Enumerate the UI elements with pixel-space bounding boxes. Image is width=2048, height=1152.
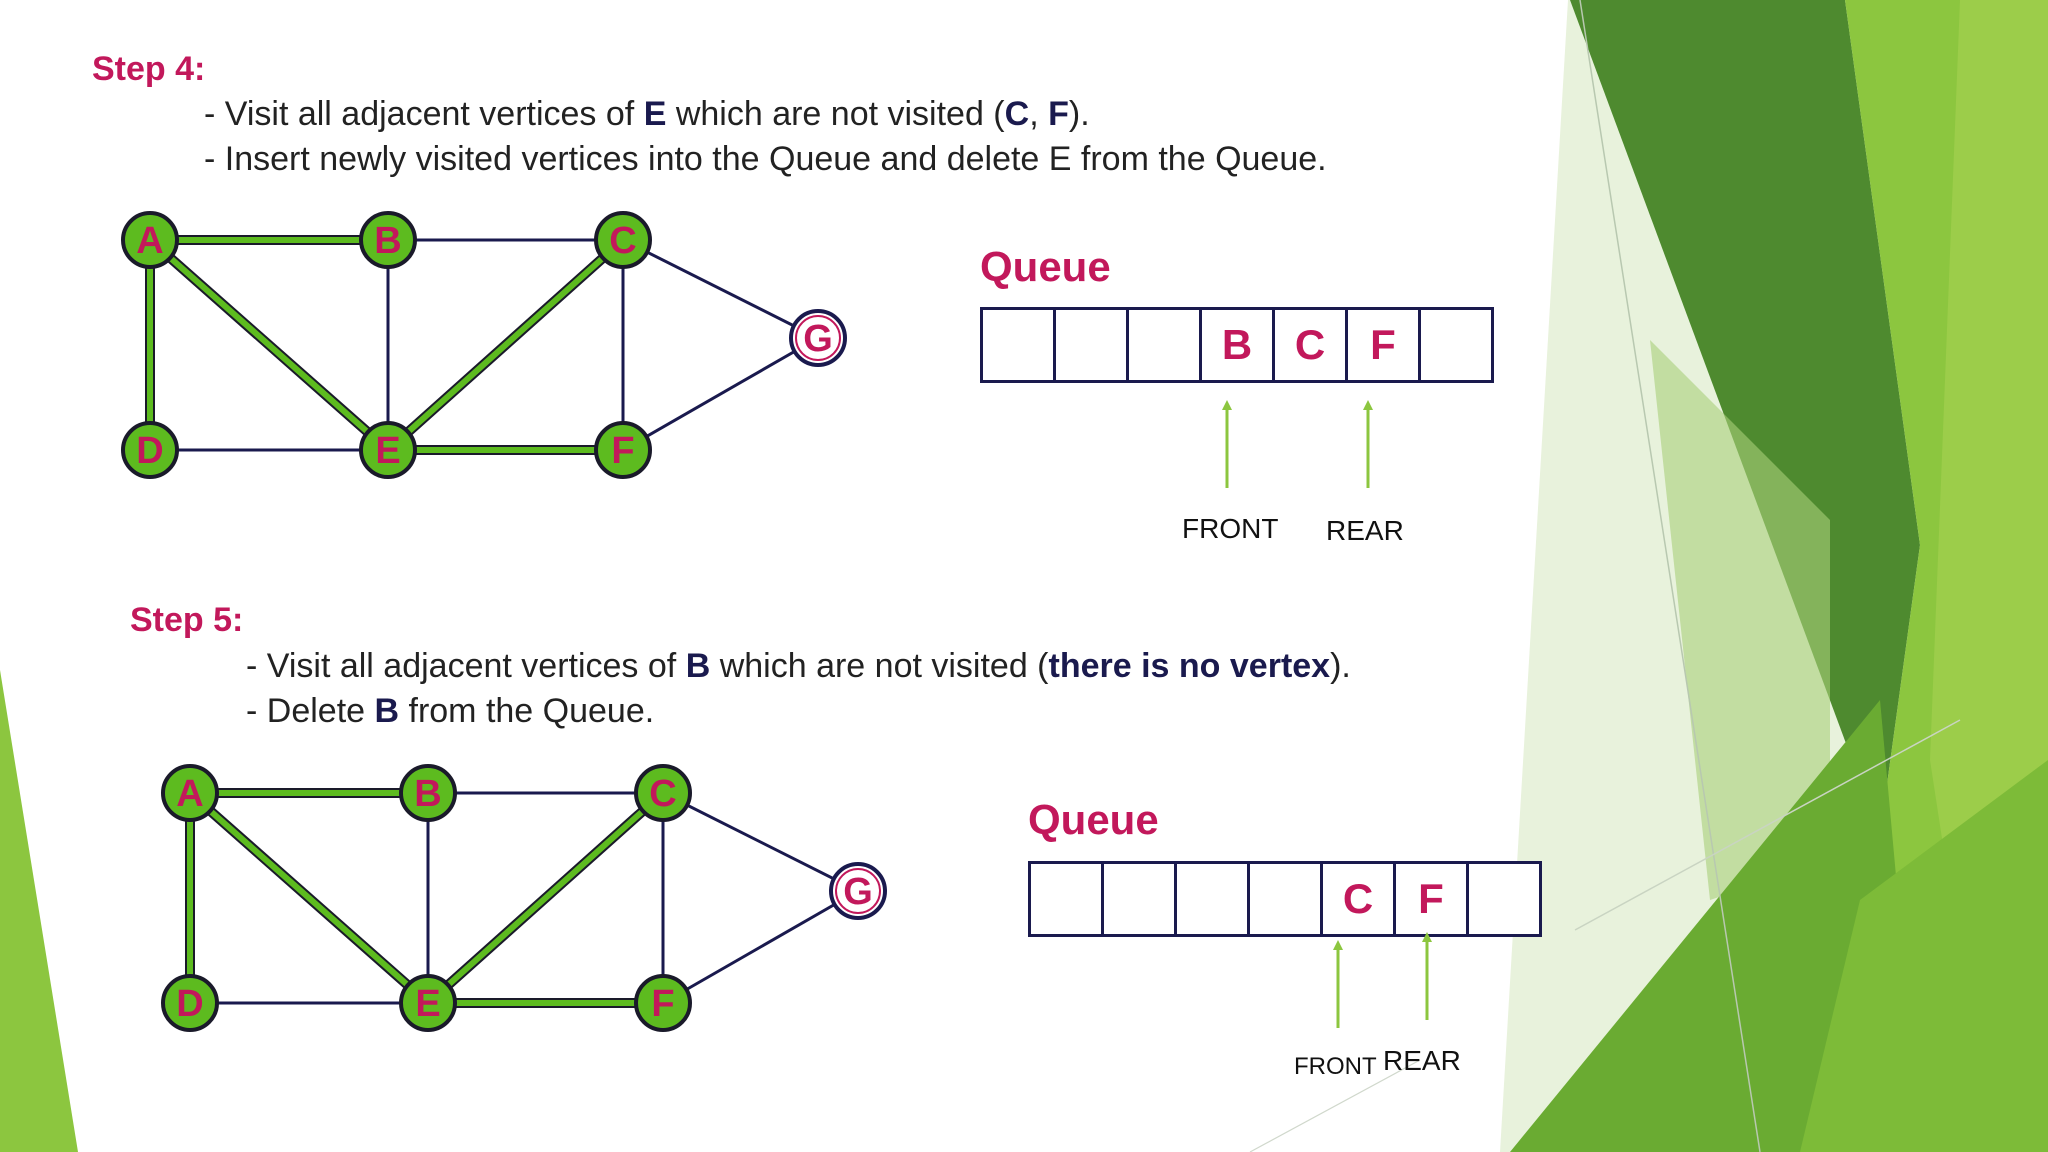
step4-node-label-E: E (375, 430, 400, 472)
step4-node-label-B: B (374, 220, 401, 262)
step5-edge-CG (662, 791, 859, 893)
step4-queue-cell-3: B (1199, 307, 1275, 383)
step5-queue-cell-6 (1466, 861, 1542, 937)
left-green-sliver (0, 670, 78, 1152)
step4-rear-label: REAR (1326, 515, 1404, 546)
step4-node-label-A: A (136, 220, 163, 262)
step4-queue-cell-1 (1053, 307, 1129, 383)
step5-node-label-G: G (843, 871, 873, 913)
step4-node-label-F: F (611, 430, 634, 472)
step4-graph: A B C D E F G (121, 211, 847, 479)
step4-queue-cell-0 (980, 307, 1056, 383)
step5-node-label-D: D (176, 983, 203, 1025)
step5-node-A: A (161, 764, 219, 822)
step4-node-C: C (594, 211, 652, 269)
bg-panel-bottom-right (1800, 760, 2048, 1152)
step4-edge-FG (622, 336, 819, 452)
bg-panel-dark (1570, 0, 1920, 835)
step5-node-label-F: F (651, 983, 674, 1025)
step5-queue-cell-3 (1247, 861, 1323, 937)
step5-edge-EC (425, 790, 666, 1006)
step4-queue-cell-5: F (1345, 307, 1421, 383)
step5-node-G: G (829, 862, 887, 920)
step4-title: Step 4: (92, 50, 206, 88)
step5-edge-FG (662, 889, 859, 1005)
step5-front-arrow (1333, 940, 1343, 1028)
step4-front-arrow (1222, 400, 1232, 488)
step5-queue-cell-5: F (1393, 861, 1469, 937)
step4-node-B: B (359, 211, 417, 269)
step4-node-D: D (121, 421, 179, 479)
step4-node-E: E (359, 421, 417, 479)
step5-graph: A B C D E F G (161, 764, 887, 1032)
step4-queue-cell-2 (1126, 307, 1202, 383)
step5-queue-cell-4: C (1320, 861, 1396, 937)
step5-rear-label: REAR (1383, 1045, 1461, 1076)
step5-node-label-A: A (176, 773, 203, 815)
step5-queue-cell-1 (1101, 861, 1177, 937)
step4-edge-CG (622, 238, 819, 340)
step4-queue-cell-6 (1418, 307, 1494, 383)
bg-panel-bottom (1510, 700, 1900, 1152)
step4-edge-AE (147, 237, 391, 453)
step4-node-F: F (594, 421, 652, 479)
bg-panel-translucent (1650, 340, 1830, 900)
step5-node-label-E: E (415, 983, 440, 1025)
step5-node-label-B: B (414, 773, 441, 815)
step5-node-E: E (399, 974, 457, 1032)
step5-bullet-2: - Delete B from the Queue. (246, 692, 655, 730)
step5-front-label: FRONT (1294, 1053, 1377, 1080)
step5-queue-title: Queue (1028, 796, 1159, 843)
step5-queue-cell-0 (1028, 861, 1104, 937)
step4-node-G: G (789, 309, 847, 367)
step4-bullet-1: - Visit all adjacent vertices of E which… (204, 95, 1090, 133)
step5-node-label-C: C (649, 773, 676, 815)
step5-edge-AE (187, 790, 431, 1006)
step4-node-label-D: D (136, 430, 163, 472)
step5-queue-cell-2 (1174, 861, 1250, 937)
step4-bullet-2: - Insert newly visited vertices into the… (204, 140, 1327, 178)
step5-node-D: D (161, 974, 219, 1032)
step4-node-label-C: C (609, 220, 636, 262)
step5-title: Step 5: (130, 601, 244, 639)
step4-node-A: A (121, 211, 179, 269)
step5-node-C: C (634, 764, 692, 822)
step4-rear-arrow (1363, 400, 1373, 488)
step4-edge-EC (385, 237, 626, 453)
step5-rear-arrow (1422, 932, 1432, 1020)
step4-queue-title: Queue (980, 243, 1111, 290)
step5-bullet-1: - Visit all adjacent vertices of B which… (246, 647, 1351, 685)
step4-front-label: FRONT (1182, 513, 1279, 544)
step5-node-B: B (399, 764, 457, 822)
step4-node-label-G: G (803, 318, 833, 360)
step5-node-F: F (634, 974, 692, 1032)
step4-queue-cell-4: C (1272, 307, 1348, 383)
